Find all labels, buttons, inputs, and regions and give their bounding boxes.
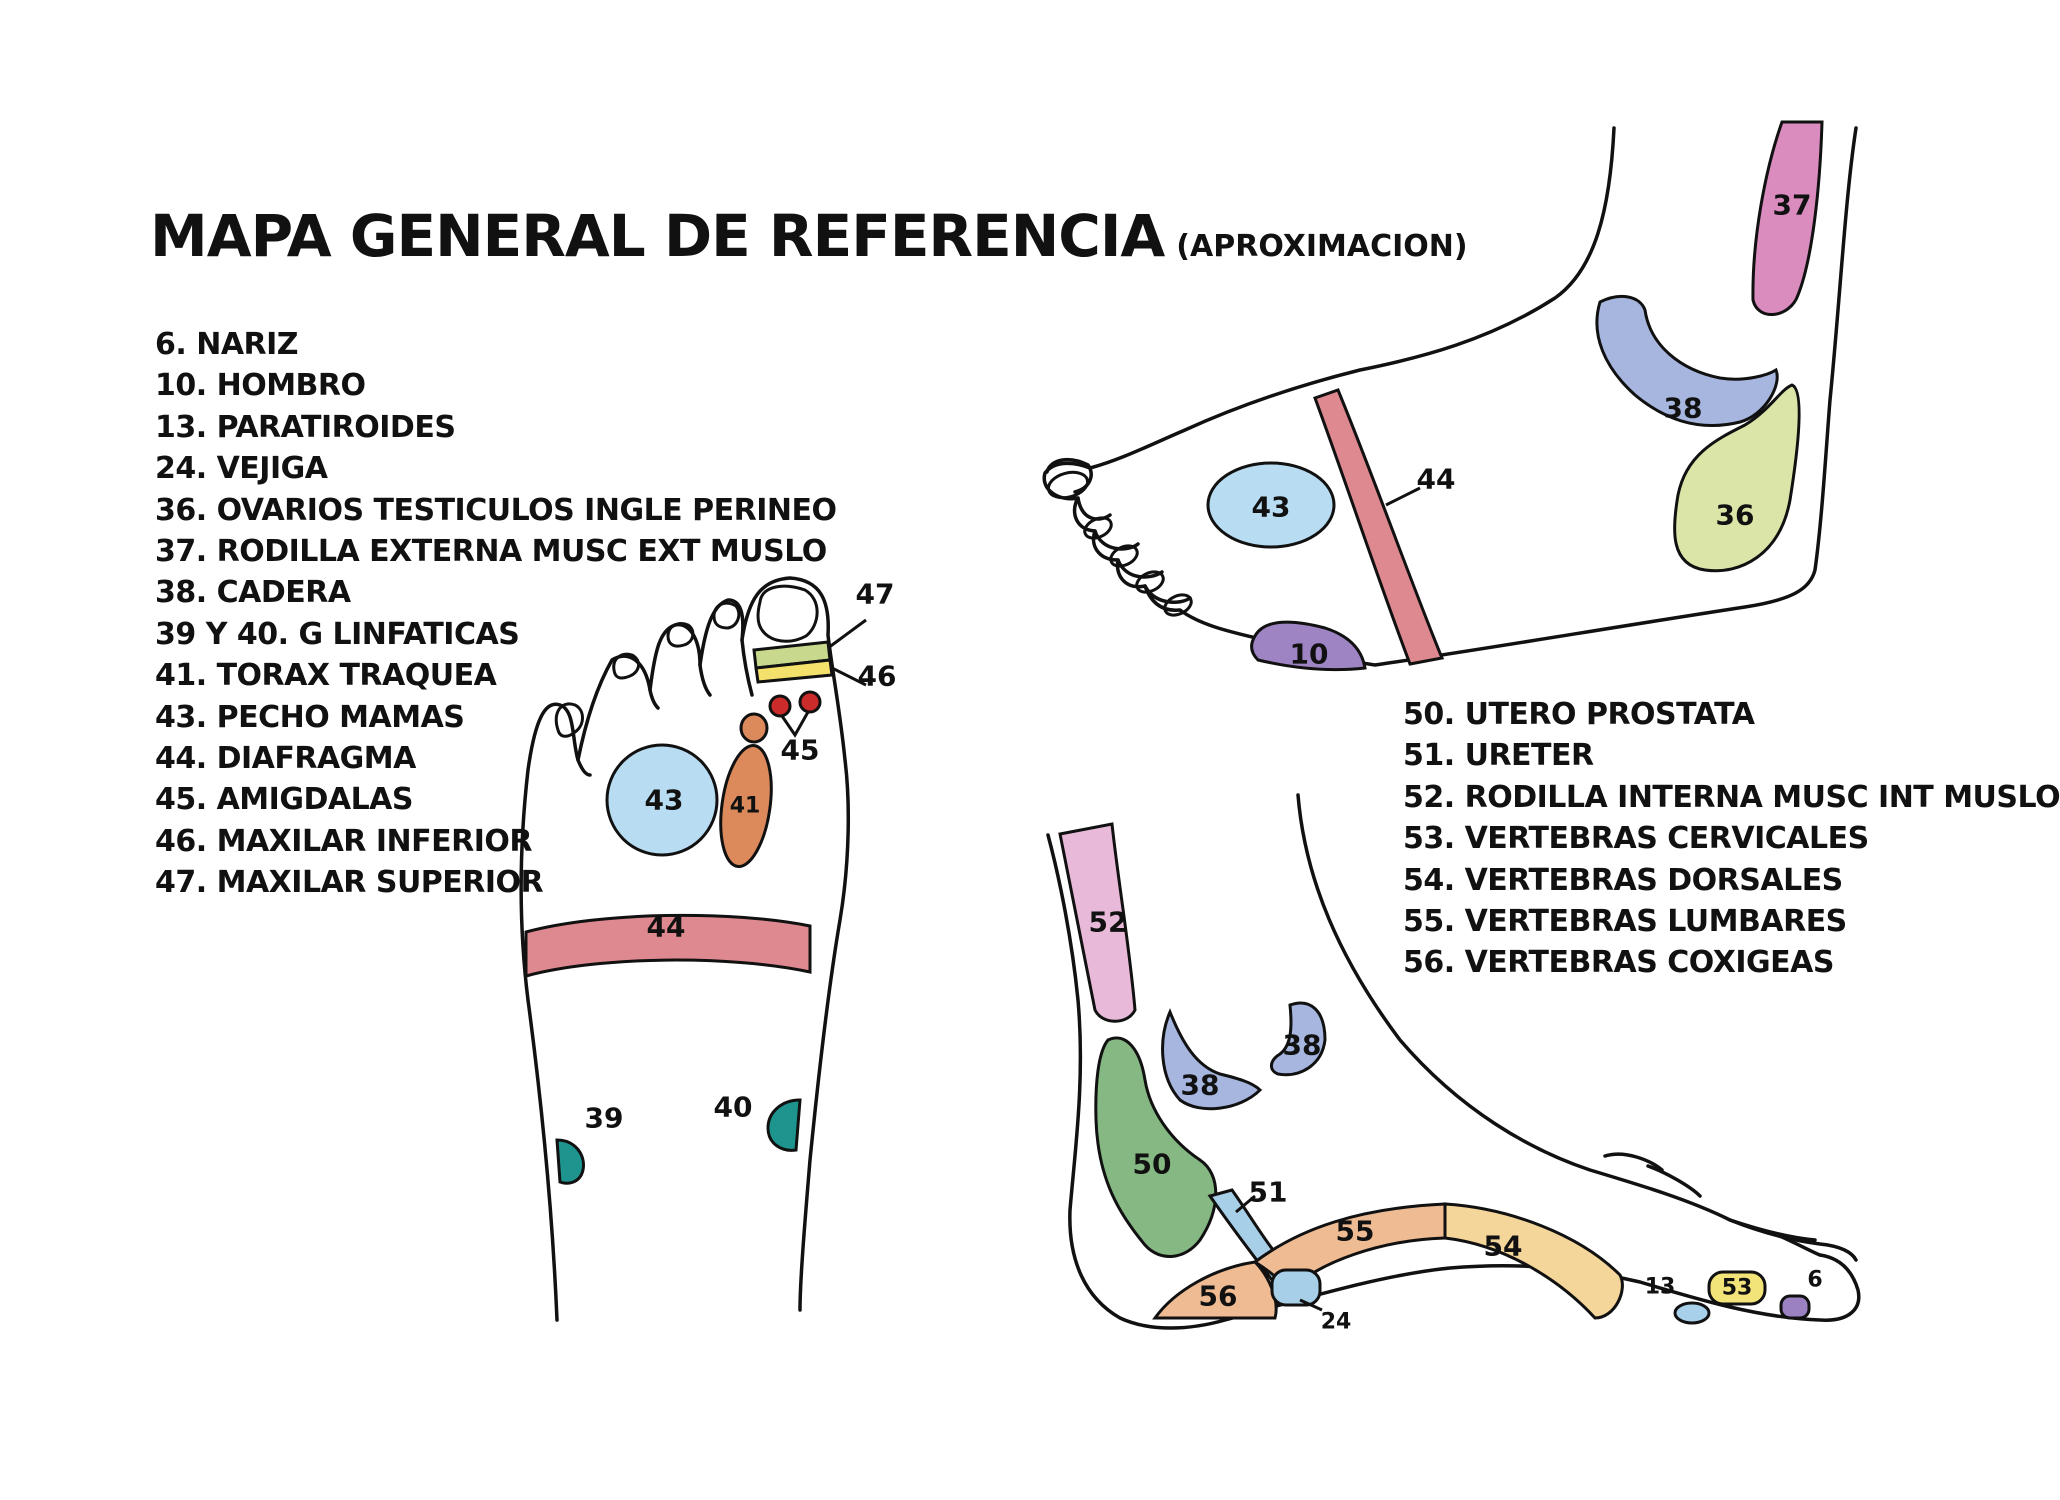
zone-41-thorax-trachea (719, 744, 773, 868)
zone-50-uterus-prostate (1094, 1036, 1218, 1258)
title-sub: (APROXIMACION) (1176, 229, 1468, 264)
medial-foot: 52 38 38 50 51 56 55 54 24 (1046, 793, 1861, 1335)
zone-39-lymph (555, 1138, 585, 1185)
leader-51 (1235, 1194, 1256, 1214)
zone-10-shoulder (1250, 620, 1367, 672)
legend-item: 56. VERTEBRAS COXIGEAS (1403, 945, 1834, 981)
lateral-toenails (1046, 470, 1193, 617)
medial-ankle-outline (1296, 793, 1858, 1262)
legend-left: 6. NARIZ 10. HOMBRO 13. PARATIROIDES 24.… (155, 324, 837, 904)
zone-43-chest (605, 743, 719, 857)
label-54: 54 (1484, 1230, 1523, 1263)
label-38: 38 (1664, 392, 1703, 425)
label-44: 44 (1417, 463, 1456, 496)
zone-53-cervical (1707, 1270, 1767, 1306)
front-toenails (554, 584, 819, 738)
label-41: 41 (730, 794, 761, 819)
legend-item: 10. HOMBRO (155, 368, 366, 404)
label-53: 53 (1722, 1276, 1753, 1301)
label-6: 6 (1807, 1268, 1822, 1293)
label-44: 44 (647, 911, 686, 944)
lateral-foot: 37 38 36 43 44 10 (1042, 120, 1858, 672)
zone-40-lymph (766, 1098, 802, 1152)
legend-item: 39 Y 40. G LINFATICAS (155, 616, 520, 652)
label-56: 56 (1199, 1280, 1238, 1313)
label-13: 13 (1645, 1275, 1676, 1300)
label-24: 24 (1321, 1310, 1352, 1335)
zone-44-diaphragm (524, 913, 812, 978)
zone-38-hip-right (1270, 1001, 1327, 1077)
label-10: 10 (1290, 638, 1329, 671)
zone-38-hip (1595, 294, 1779, 427)
label-38-left: 38 (1181, 1069, 1220, 1102)
foot-diagram: 37 38 36 43 44 10 (519, 120, 1861, 1335)
zone-6-nose (1779, 1294, 1811, 1320)
legend-item: 37. RODILLA EXTERNA MUSC EXT MUSLO (155, 534, 827, 570)
zone-13-parathyroid (1673, 1301, 1711, 1325)
legend-item: 6. NARIZ (155, 327, 299, 362)
zone-43-chest (1206, 461, 1336, 549)
legend-item: 41. TORAX TRAQUEA (155, 658, 497, 694)
label-47: 47 (856, 578, 895, 611)
zone-41-upper (739, 712, 769, 744)
label-46: 46 (858, 660, 897, 693)
lateral-foot-outline (1042, 126, 1858, 667)
label-36: 36 (1716, 499, 1755, 532)
label-39: 39 (585, 1102, 624, 1135)
zone-45-tonsil-right (798, 690, 822, 714)
page-title: MAPA GENERAL DE REFERENCIA (APROXIMACION) (150, 202, 1468, 270)
leader-45 (780, 711, 810, 738)
label-52: 52 (1089, 906, 1128, 939)
front-foot: 47 46 45 43 41 44 39 40 (519, 576, 897, 1322)
legend-item: 55. VERTEBRAS LUMBARES (1403, 904, 1847, 940)
zone-24-bladder (1270, 1268, 1322, 1307)
legend-item: 53. VERTEBRAS CERVICALES (1403, 821, 1869, 857)
label-43: 43 (1252, 491, 1291, 524)
zone-52-inner-knee (1058, 822, 1137, 1023)
legend-right: 50. UTERO PROSTATA 51. URETER 52. RODILL… (1403, 694, 2060, 984)
zone-37-outer-knee (1751, 120, 1824, 317)
label-50: 50 (1133, 1148, 1172, 1181)
zone-54-dorsal (1443, 1202, 1624, 1320)
legend-item: 51. URETER (1403, 738, 1594, 774)
legend-item: 43. PECHO MAMAS (155, 699, 465, 735)
zone-46-lower-jaw (754, 658, 834, 684)
label-37: 37 (1773, 189, 1812, 222)
label-51: 51 (1249, 1176, 1288, 1209)
legend-item: 54. VERTEBRAS DORSALES (1403, 862, 1843, 898)
leader-44 (1385, 486, 1421, 507)
legend-item: 24. VEJIGA (155, 451, 328, 487)
medial-toes (1603, 1152, 1822, 1257)
lateral-toes (1045, 457, 1192, 605)
label-43: 43 (645, 784, 684, 817)
legend-item: 36. OVARIOS TESTICULOS INGLE PERINEO (155, 492, 837, 528)
reference-map: MAPA GENERAL DE REFERENCIA (APROXIMACION)… (150, 120, 2060, 1335)
title-main: MAPA GENERAL DE REFERENCIA (150, 202, 1165, 270)
legend-item: 52. RODILLA INTERNA MUSC INT MUSLO (1403, 779, 2060, 815)
legend-item: 13. PARATIROIDES (155, 409, 456, 445)
zone-45-tonsil-left (768, 694, 792, 718)
leader-47 (827, 618, 867, 650)
label-38-right: 38 (1283, 1029, 1322, 1062)
zone-38-hip-left (1161, 1008, 1263, 1111)
label-55: 55 (1336, 1215, 1375, 1248)
legend-item: 44. DIAFRAGMA (155, 741, 416, 777)
legend-item: 50. UTERO PROSTATA (1403, 697, 1755, 732)
zone-44-diaphragm (1313, 388, 1445, 666)
legend-item: 45. AMIGDALAS (155, 782, 414, 818)
legend-item: 46. MAXILAR INFERIOR (155, 823, 532, 859)
zone-36-ovaries-testicles (1673, 383, 1801, 573)
label-45: 45 (781, 734, 820, 767)
label-40: 40 (714, 1091, 753, 1124)
front-toe-gaps (576, 638, 754, 777)
legend-item: 38. CADERA (155, 575, 351, 611)
legend-item: 47. MAXILAR SUPERIOR (155, 865, 544, 901)
leader-24 (1299, 1298, 1323, 1312)
leader-46 (831, 666, 867, 687)
